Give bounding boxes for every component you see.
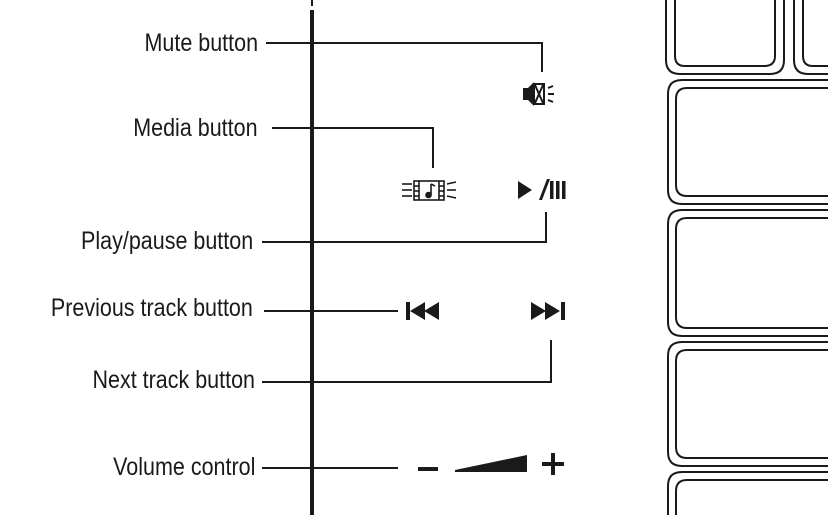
volume-slider-icon[interactable]	[418, 453, 564, 475]
media-icon[interactable]	[402, 180, 457, 201]
next-track-icon[interactable]	[531, 302, 565, 320]
media-leader-line	[272, 127, 434, 168]
keyboard-key-top-left	[665, 0, 785, 75]
keyboard-key-row-1	[667, 79, 828, 205]
previous-track-button-label: Previous track button	[51, 294, 253, 322]
volume-control-label: Volume control	[112, 453, 255, 481]
next-track-leader-line	[262, 340, 552, 383]
volume-plus-icon[interactable]	[542, 453, 564, 475]
previous-track-icon[interactable]	[406, 302, 439, 320]
keyboard-key-row-4	[667, 471, 828, 515]
mute-leader-line	[266, 42, 543, 72]
play-pause-icon[interactable]	[518, 179, 566, 200]
media-button-label: Media button	[133, 114, 258, 142]
keyboard-edge	[665, 0, 828, 515]
next-track-button-label: Next track button	[92, 366, 255, 394]
keyboard-key-row-2	[667, 209, 828, 337]
mute-icon[interactable]	[523, 82, 554, 106]
mute-button-label: Mute button	[144, 29, 258, 57]
volume-minus-icon[interactable]	[418, 467, 438, 471]
keyboard-key-top-right	[793, 0, 828, 75]
play-pause-button-label: Play/pause button	[80, 227, 253, 255]
volume-wedge[interactable]	[455, 455, 527, 472]
keyboard-key-row-3	[667, 341, 828, 467]
play-pause-leader-line	[262, 212, 547, 243]
